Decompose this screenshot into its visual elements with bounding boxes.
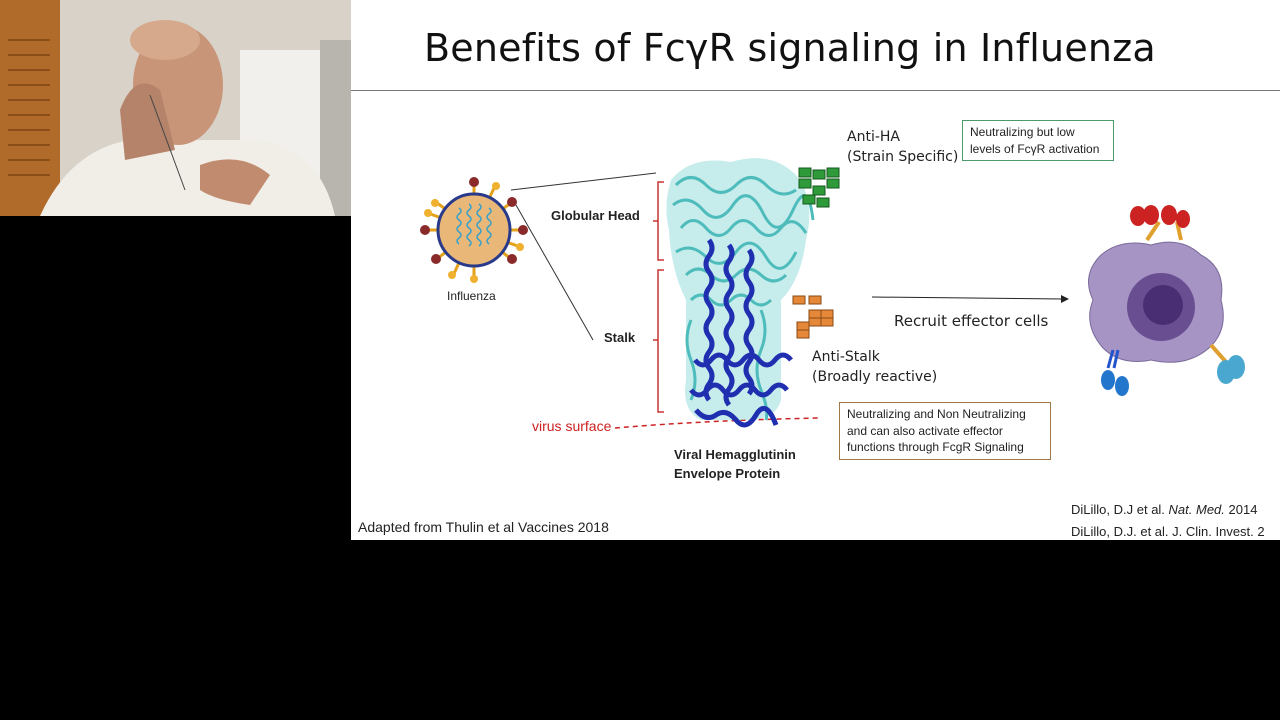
anti-ha-note-line1: Neutralizing but low bbox=[970, 125, 1075, 139]
protein-label-line2: Envelope Protein bbox=[674, 466, 781, 481]
anti-stalk-note-box: Neutralizing and Non Neutralizing and ca… bbox=[839, 402, 1051, 460]
title-divider bbox=[351, 90, 1280, 91]
stalk-label: Stalk bbox=[604, 330, 636, 345]
anti-stalk-label-line1: Anti-Stalk bbox=[812, 349, 880, 365]
influenza-label: Influenza bbox=[447, 289, 496, 303]
diagram-graphics bbox=[420, 158, 1245, 429]
anti-ha-antibody-icon bbox=[798, 167, 840, 208]
influenza-virus-icon bbox=[420, 177, 528, 283]
hemagglutinin-protein-icon bbox=[666, 158, 815, 428]
effector-cell-icon bbox=[1088, 205, 1245, 396]
protein-label-line1: Viral Hemagglutinin bbox=[674, 447, 796, 462]
adapted-citation: Adapted from Thulin et al Vaccines 2018 bbox=[358, 519, 609, 535]
slide-title: Benefits of FcγR signaling in Influenza bbox=[424, 26, 1156, 70]
anti-stalk-label-line2: (Broadly reactive) bbox=[812, 369, 938, 385]
recruit-label: Recruit effector cells bbox=[894, 312, 1049, 330]
webcam-feed bbox=[0, 0, 351, 216]
reference-1-year: 2014 bbox=[1224, 502, 1258, 517]
anti-ha-note-line2: levels of FcγR activation bbox=[970, 141, 1100, 156]
virus-surface-label: virus surface bbox=[532, 418, 612, 434]
globular-head-label: Globular Head bbox=[551, 208, 640, 223]
anti-stalk-note-line2: and can also activate effector bbox=[847, 423, 1003, 438]
anti-ha-note-box: Neutralizing but low levels of FcγR acti… bbox=[962, 120, 1114, 161]
anti-ha-label-line2: (Strain Specific) bbox=[847, 149, 959, 165]
presenter-video bbox=[0, 0, 351, 216]
anti-ha-label-line1: Anti-HA bbox=[847, 129, 900, 145]
anti-stalk-note-line1: Neutralizing and Non Neutralizing bbox=[847, 407, 1026, 421]
reference-1: DiLillo, D.J et al. Nat. Med. 2014 bbox=[1071, 502, 1257, 517]
presentation-slide: Benefits of FcγR signaling in Influenza bbox=[351, 0, 1280, 540]
anti-stalk-note-line3: functions through FcgR Signaling bbox=[847, 440, 1024, 454]
reference-1-journal: Nat. Med. bbox=[1168, 502, 1225, 517]
reference-2: DiLillo, D.J. et al. J. Clin. Invest. 2 bbox=[1071, 524, 1265, 539]
reference-1-authors: DiLillo, D.J et al. bbox=[1071, 502, 1169, 517]
anti-stalk-antibody-icon bbox=[792, 295, 834, 339]
